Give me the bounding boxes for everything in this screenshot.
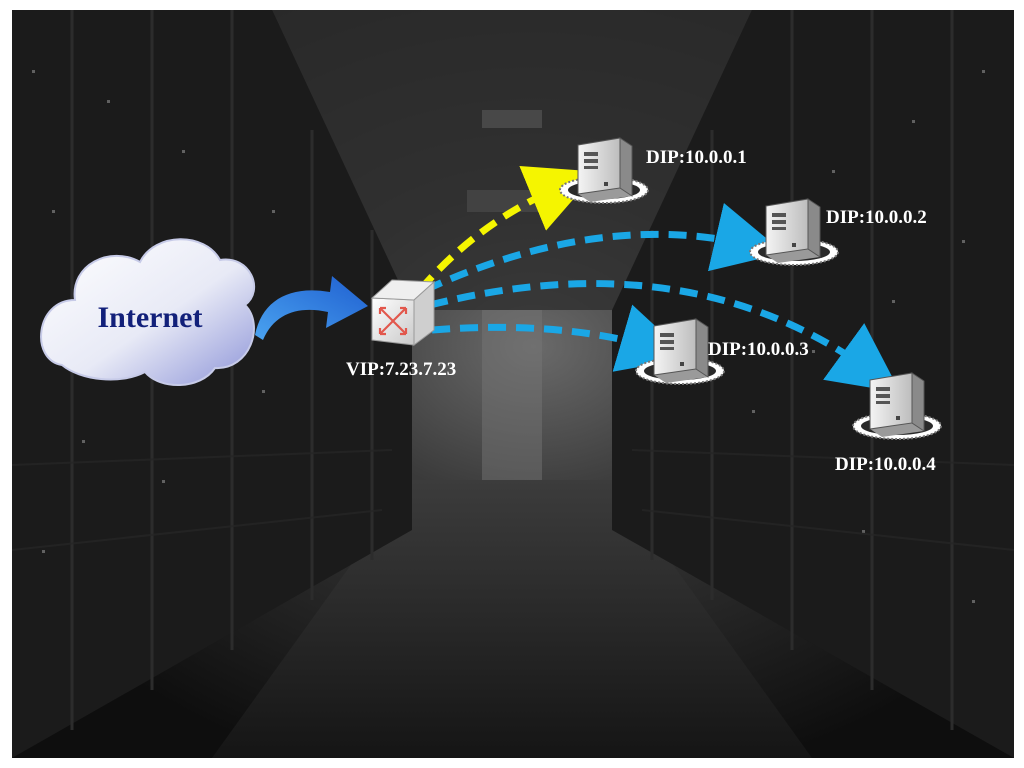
switch-icon bbox=[370, 279, 436, 346]
cloud-icon bbox=[40, 238, 256, 386]
server-3-label: DIP:10.0.0.3 bbox=[708, 339, 809, 360]
server-4-label: DIP:10.0.0.4 bbox=[835, 454, 936, 475]
server-icon bbox=[577, 137, 633, 202]
server-4[interactable] bbox=[852, 372, 942, 440]
link-to-server-2 bbox=[423, 202, 785, 294]
server-icon bbox=[653, 318, 709, 383]
link-to-server-1 bbox=[417, 165, 598, 293]
server-1[interactable] bbox=[559, 137, 649, 204]
server-2[interactable] bbox=[749, 198, 839, 266]
server-1-label: DIP:10.0.0.1 bbox=[646, 147, 747, 168]
link-to-server-4 bbox=[429, 280, 901, 393]
server-icon bbox=[869, 372, 925, 437]
server-2-label: DIP:10.0.0.2 bbox=[826, 207, 927, 228]
server-icon bbox=[765, 198, 821, 263]
internet-label: Internet bbox=[98, 301, 203, 334]
inbound-arrow-icon bbox=[255, 276, 368, 340]
link-to-server-3 bbox=[431, 304, 690, 372]
server-3[interactable] bbox=[635, 318, 725, 385]
vip-label: VIP:7.23.7.23 bbox=[346, 359, 456, 380]
